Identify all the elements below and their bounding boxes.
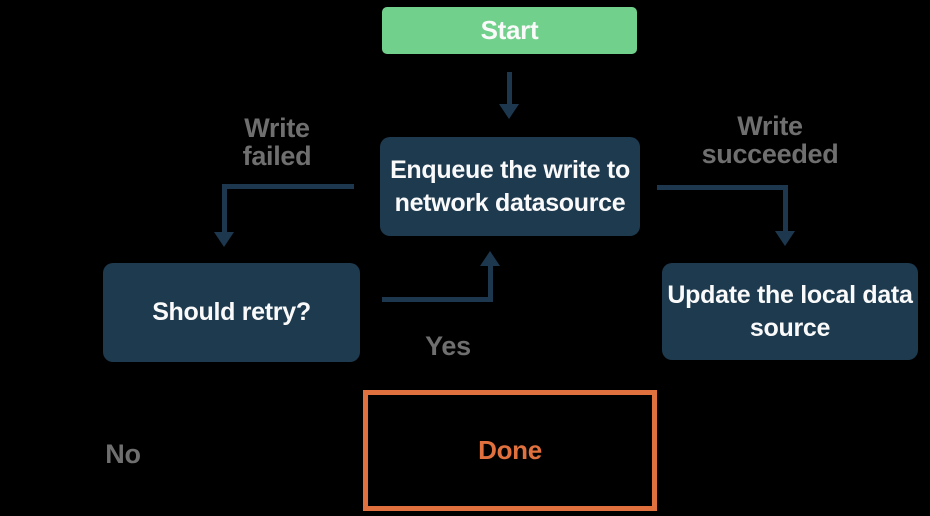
edge-label-yes: Yes bbox=[425, 331, 471, 361]
arrow-segment bbox=[222, 184, 227, 233]
enqueue-write-node: Enqueue the write to network datasource bbox=[380, 137, 640, 236]
arrowhead-up-icon bbox=[480, 251, 500, 266]
arrowhead-down-icon bbox=[499, 104, 519, 119]
edge-label-no: No bbox=[105, 439, 141, 469]
arrow-segment bbox=[507, 72, 512, 105]
arrow-segment bbox=[488, 266, 493, 302]
update-local-data-node: Update the local data source bbox=[662, 263, 918, 360]
edge-label-write-succeeded: Write succeeded bbox=[701, 111, 839, 170]
arrowhead-down-icon bbox=[214, 232, 234, 247]
start-node: Start bbox=[382, 7, 637, 54]
edge-label-write-failed: Write failed bbox=[242, 113, 312, 172]
arrow-segment bbox=[222, 184, 354, 189]
arrow-segment bbox=[657, 185, 788, 190]
should-retry-node: Should retry? bbox=[103, 263, 360, 362]
arrow-segment bbox=[783, 185, 788, 232]
arrow-segment bbox=[382, 297, 493, 302]
arrowhead-down-icon bbox=[775, 231, 795, 246]
done-node: Done bbox=[363, 390, 657, 511]
